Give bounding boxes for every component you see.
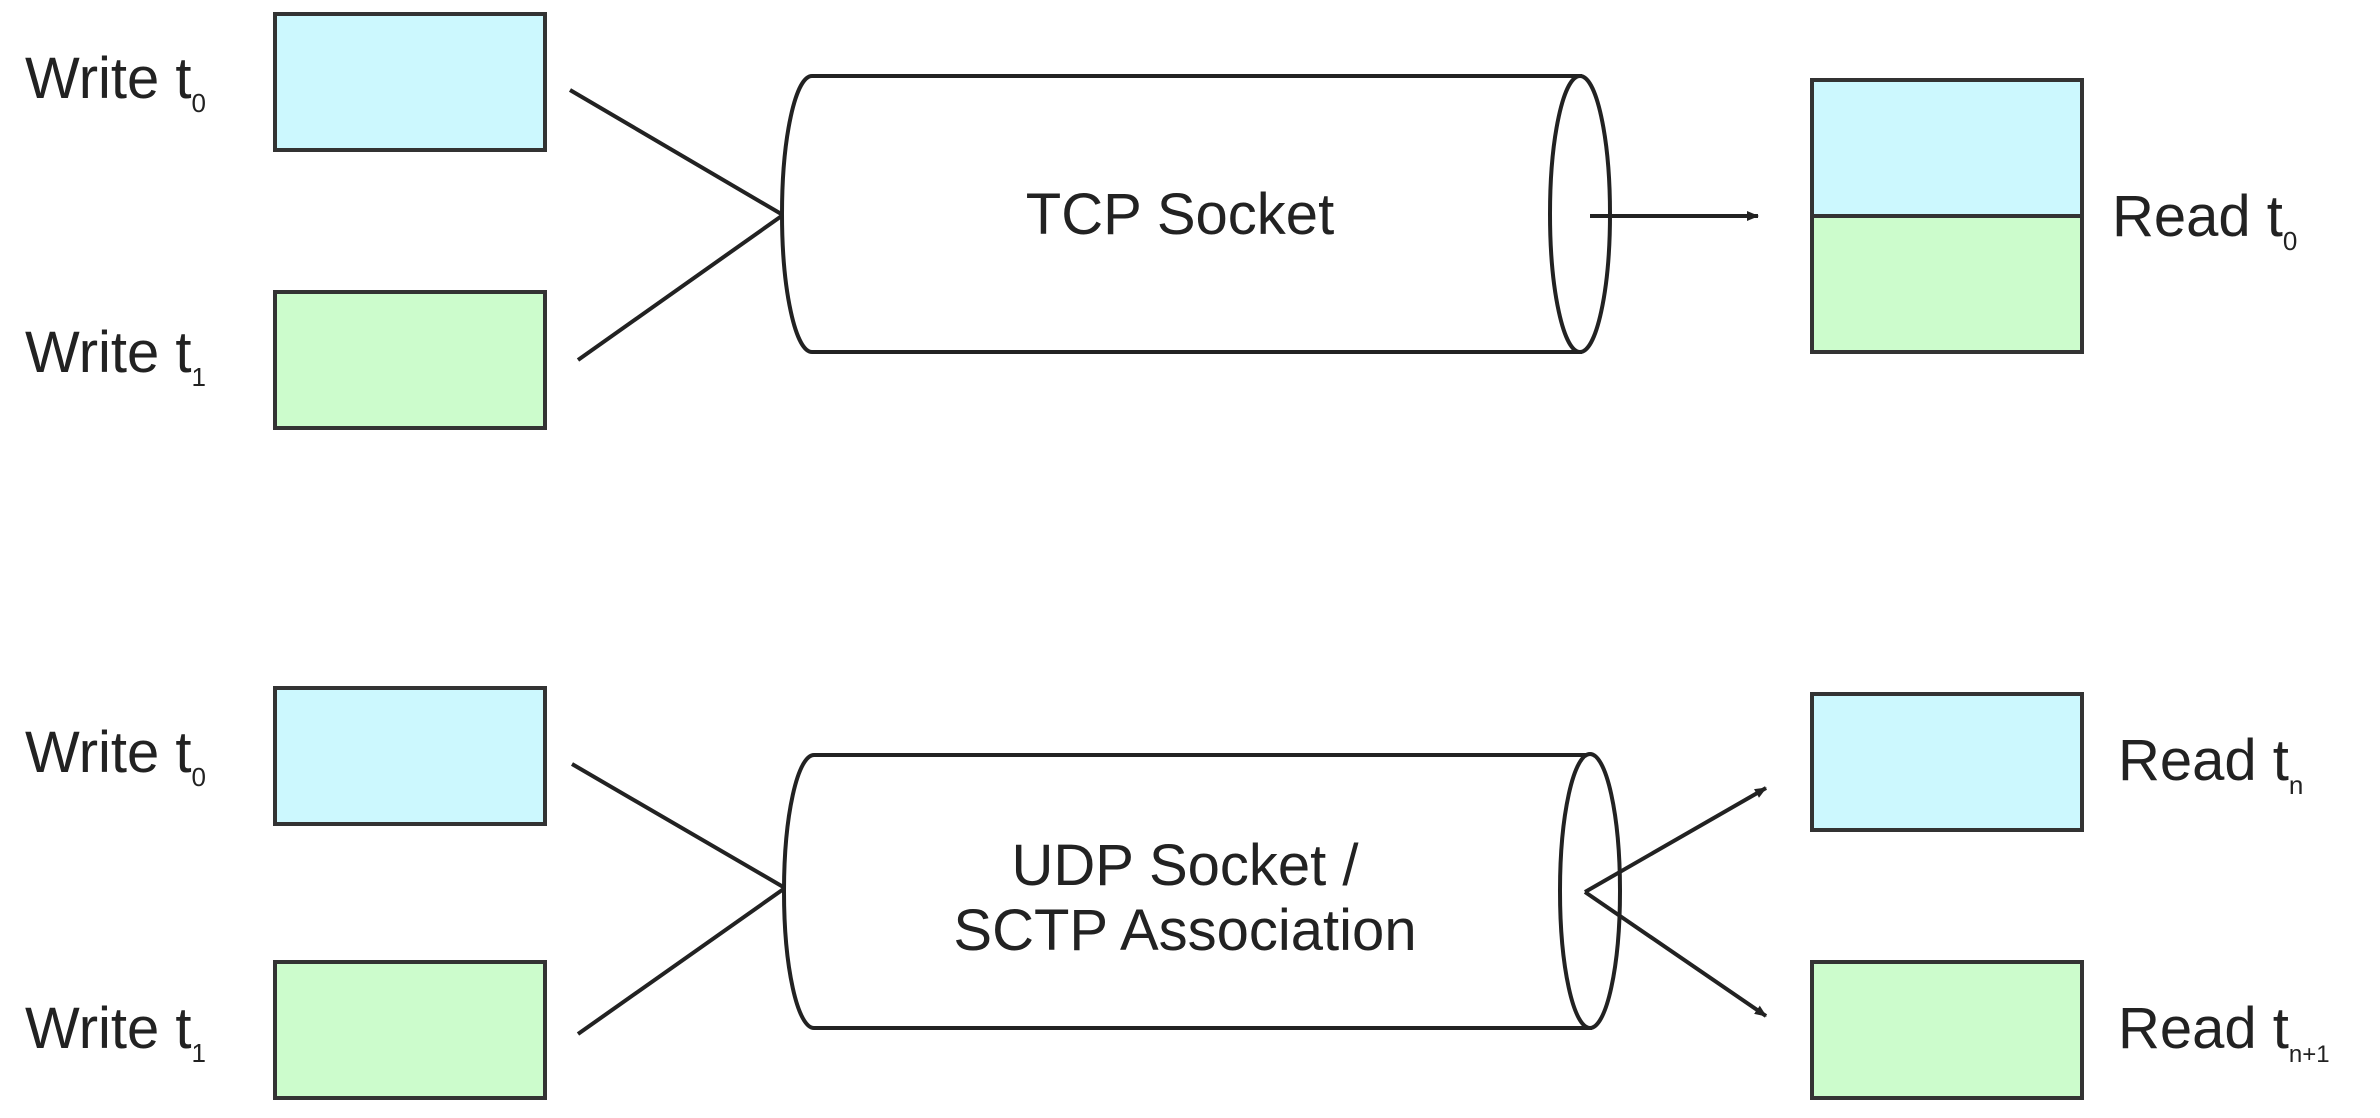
tcp-section: Write t0 Write t1 TCP Socket Read t0 <box>25 12 2297 430</box>
udp-section: Write t0 Write t1 UDP Socket / SCTP Asso… <box>25 686 2330 1100</box>
udp-read-tn-label: Read tn <box>2118 728 2303 800</box>
udp-output-arrow-tn <box>1584 786 1767 894</box>
udp-write-t0-label: Write t0 <box>25 720 206 792</box>
udp-read-tn1-label: Read tn+1 <box>2118 996 2330 1068</box>
tcp-input-line-t0 <box>568 88 785 217</box>
udp-socket-label-line1: UDP Socket / <box>1011 833 1359 898</box>
udp-write-t0-block <box>273 686 547 826</box>
tcp-write-t1-label: Write t1 <box>25 320 206 392</box>
tcp-input-line-t1 <box>576 213 785 362</box>
tcp-read-block-bottom <box>1810 214 2084 354</box>
tcp-write-t0-label: Write t0 <box>25 46 206 118</box>
udp-socket-label-line2: SCTP Association <box>953 898 1416 963</box>
udp-read-tn1-block <box>1810 960 2084 1100</box>
udp-socket-cylinder <box>782 752 1622 1030</box>
tcp-read-block-top <box>1810 78 2084 218</box>
udp-input-line-t1 <box>576 886 787 1036</box>
tcp-socket-cylinder <box>780 74 1612 354</box>
udp-write-t1-label: Write t1 <box>25 996 206 1068</box>
tcp-socket-label: TCP Socket <box>1026 182 1334 247</box>
tcp-write-t1-block <box>273 290 547 430</box>
udp-write-t1-block <box>273 960 547 1100</box>
tcp-read-label: Read t0 <box>2112 184 2297 256</box>
tcp-write-t0-block <box>273 12 547 152</box>
udp-read-tn-block <box>1810 692 2084 832</box>
udp-input-line-t0 <box>570 762 787 890</box>
udp-output-arrow-tn1 <box>1583 890 1768 1018</box>
